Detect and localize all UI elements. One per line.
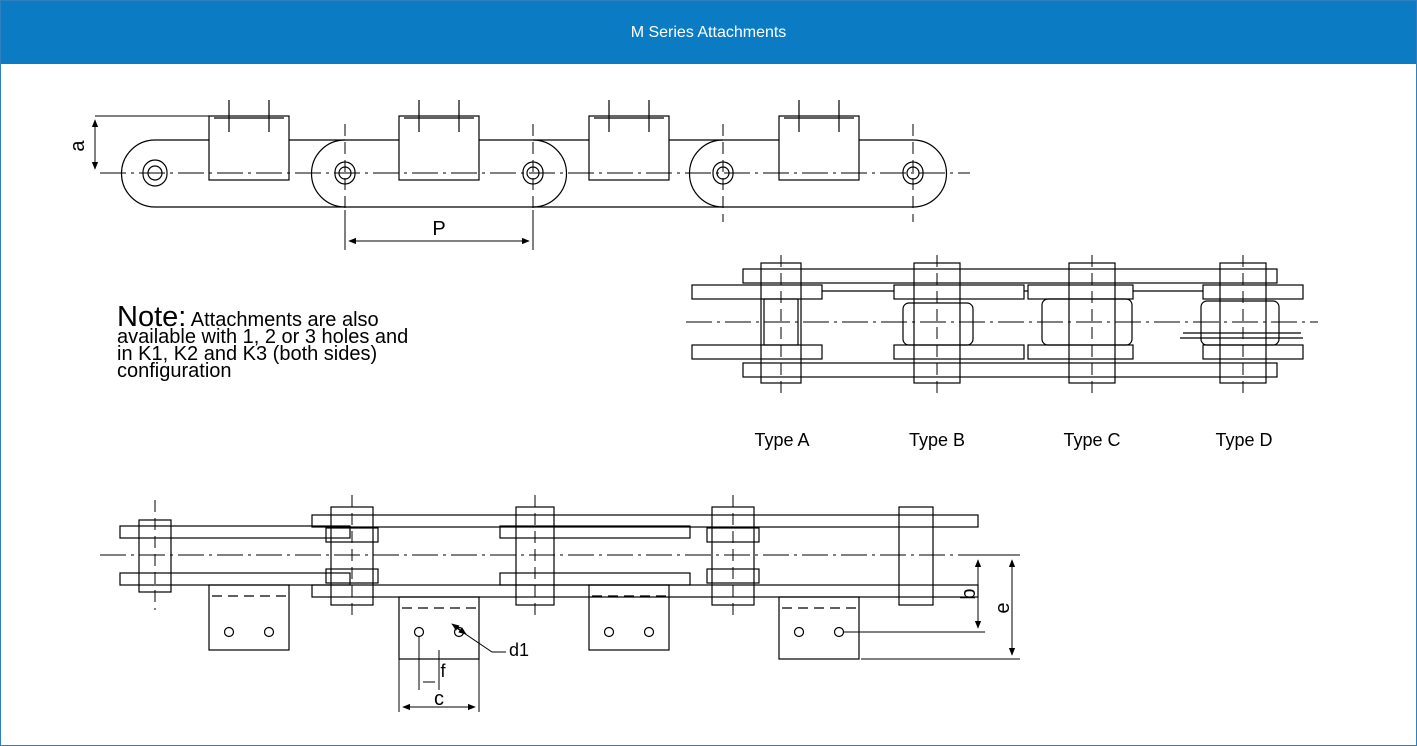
note-body: Attachments are also available with 1, 2… [117, 309, 409, 382]
dim-label-a: a [67, 140, 89, 152]
dim-label-p: P [432, 218, 445, 240]
plan-view-types [691, 262, 1304, 384]
side-view-chain [120, 100, 948, 208]
type-a-label: Type A [754, 430, 809, 450]
dim-label-e: e [992, 602, 1014, 613]
panel-title: M Series Attachments [1, 1, 1416, 64]
bottom-view-chain [119, 506, 1020, 660]
dim-label-f: f [440, 661, 446, 681]
type-d-label: Type D [1215, 430, 1272, 450]
dim-label-b: b [958, 588, 980, 599]
note-text: Note: Attachments are also available wit… [117, 303, 417, 382]
type-b-label: Type B [909, 430, 965, 450]
dim-label-c: c [434, 688, 444, 710]
note-heading: Note: [117, 301, 187, 333]
dim-label-d1: d1 [509, 640, 529, 660]
type-c-label: Type C [1063, 430, 1120, 450]
